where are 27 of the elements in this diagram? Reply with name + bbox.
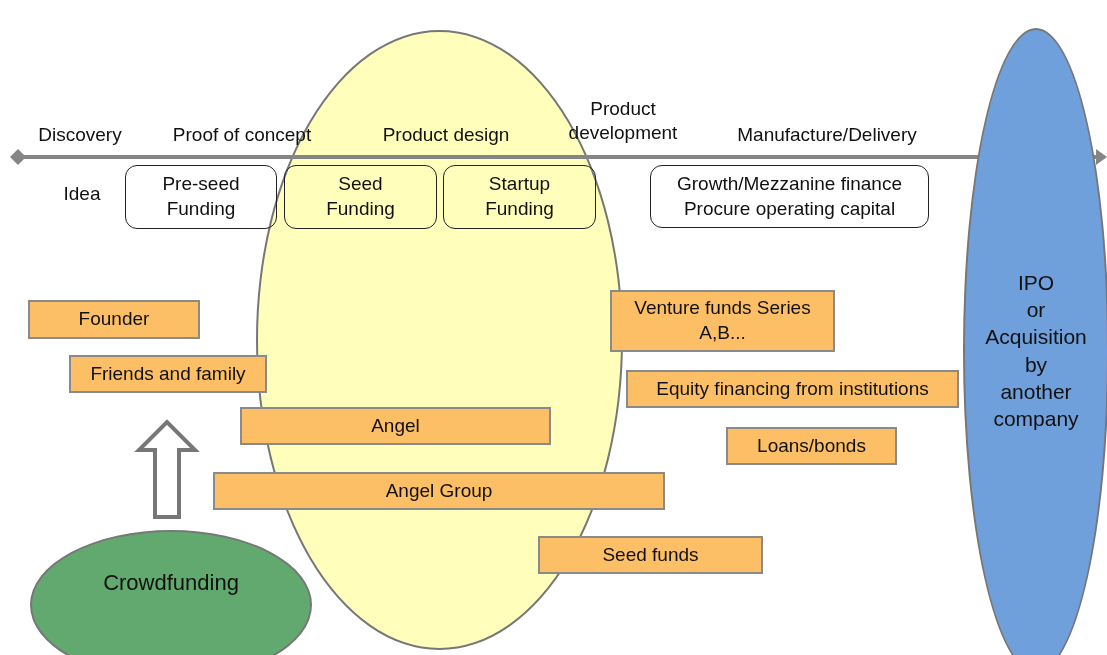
node-text: Friends and family: [89, 361, 247, 386]
node-text: Angel: [370, 413, 421, 438]
funding-source-box: [626, 370, 959, 408]
node-text: Seed funds: [601, 542, 700, 567]
node-text: Seed Funding: [325, 172, 396, 221]
node-text: Venture funds Series A,B...: [633, 296, 812, 345]
node-text: Startup Funding: [484, 172, 555, 221]
funding-source-box: [28, 300, 200, 339]
funding-source-box: [610, 290, 835, 352]
funding-source-box: [538, 536, 763, 574]
node-text: Angel Group: [384, 478, 494, 503]
node-text: IPO or Acquisition by another company: [985, 269, 1087, 433]
node-text: Crowdfunding: [102, 568, 240, 597]
funding-stage-box: [650, 165, 929, 228]
funding-source-box: [726, 427, 897, 465]
node-text: Growth/Mezzanine finance Procure operating capital: [676, 171, 903, 221]
node-text: Equity financing from institutions: [655, 376, 930, 401]
stage-label: Product design: [382, 123, 510, 147]
block-arrow: [134, 419, 200, 519]
funding-source-box: [69, 355, 267, 393]
stage-label: Discovery: [38, 123, 122, 147]
funding-source-box: [213, 472, 665, 510]
node-text: Loans/bonds: [756, 433, 867, 458]
node-text: Founder: [77, 307, 151, 332]
stage-label: Idea: [63, 182, 101, 206]
stage-label: Manufacture/Delivery: [737, 123, 917, 147]
node-text: Pre-seed Funding: [161, 172, 241, 221]
